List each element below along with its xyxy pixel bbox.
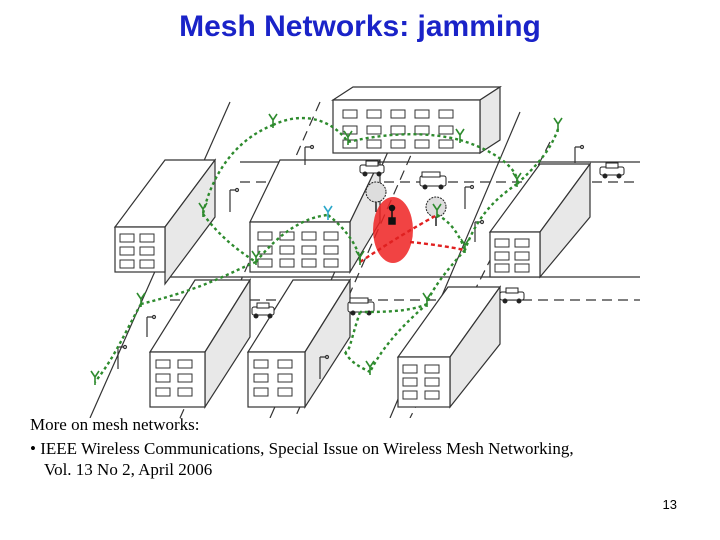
car-icon xyxy=(347,297,375,316)
building-left-upper xyxy=(113,158,217,286)
mesh-city-diagram xyxy=(89,85,640,418)
building-top-center xyxy=(330,85,503,155)
reference-line-2: Vol. 13 No 2, April 2006 xyxy=(44,460,213,479)
building-center-upper xyxy=(249,159,381,275)
jammer-antenna-icon xyxy=(388,204,396,225)
jammed-links xyxy=(359,213,466,263)
slide-title: Mesh Networks: jamming xyxy=(179,10,541,43)
bullet: • xyxy=(30,439,36,458)
building-left-lower xyxy=(148,277,252,410)
reference-item: • IEEE Wireless Communications, Special … xyxy=(30,438,650,459)
car-icon xyxy=(599,162,625,179)
reference-block: More on mesh networks: • IEEE Wireless C… xyxy=(30,414,650,480)
car-icon xyxy=(419,171,447,190)
reference-intro: More on mesh networks: xyxy=(30,415,200,434)
antenna-icon xyxy=(90,113,563,385)
tree-icon xyxy=(425,196,447,226)
antenna-icon xyxy=(323,205,333,220)
car-icon xyxy=(359,160,385,177)
car-icon xyxy=(499,287,525,304)
building-right-upper xyxy=(488,162,592,279)
building-right-lower xyxy=(396,285,502,409)
jamming-zone xyxy=(373,197,413,263)
page-number: 13 xyxy=(662,497,677,512)
car-icon xyxy=(251,302,275,319)
reference-line-1: IEEE Wireless Communications, Special Is… xyxy=(40,439,574,458)
tree-icon xyxy=(365,181,387,212)
building-center-lower xyxy=(246,277,352,410)
